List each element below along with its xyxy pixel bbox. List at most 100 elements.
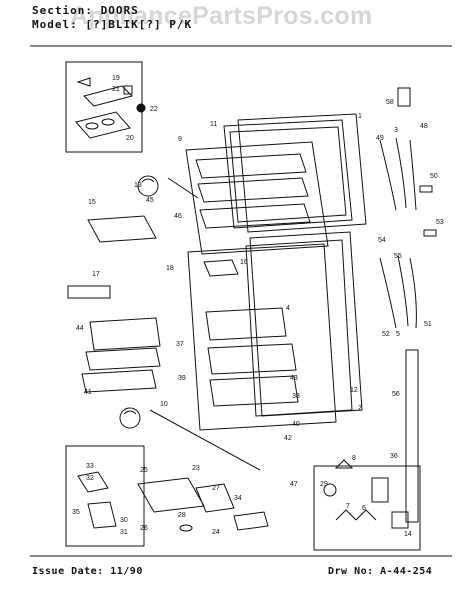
- hinge-plate-bottom: [195, 483, 235, 513]
- egg-tray: [205, 307, 287, 341]
- callout-40: 40: [292, 421, 300, 428]
- callout-17: 17: [92, 271, 100, 278]
- detail-circle-13-lower: [119, 407, 141, 429]
- callout-35: 35: [72, 509, 80, 516]
- callout-labels: 1921222011915849348134546505354551518164…: [72, 75, 444, 538]
- callout-58: 58: [386, 99, 394, 106]
- misc-parts-inset: [313, 465, 421, 551]
- callout-6: 6: [362, 505, 366, 512]
- callout-12: 12: [350, 387, 358, 394]
- fresh-food-door-gasket: [245, 239, 353, 417]
- callout-38: 38: [292, 393, 300, 400]
- dairy-door: [203, 259, 239, 277]
- spacer-block: [419, 185, 433, 193]
- section-title: Section: DOORS: [32, 4, 139, 17]
- callout-36: 36: [390, 453, 398, 460]
- callout-14: 14: [404, 531, 412, 538]
- callout-53: 53: [436, 219, 444, 226]
- freezer-shelf-bottom: [199, 203, 311, 229]
- freezer-door-liner: [185, 141, 329, 255]
- callout-33: 33: [86, 463, 94, 470]
- hinge-pin: [123, 85, 133, 95]
- button: [323, 483, 337, 497]
- callout-52: 52: [382, 331, 390, 338]
- callout-4: 4: [286, 305, 290, 312]
- shelf-retainer-lower: [81, 369, 157, 393]
- callout-2: 2: [358, 405, 362, 412]
- lower-strap-middle: [397, 255, 409, 327]
- callout-26: 26: [140, 525, 148, 532]
- callout-18: 18: [166, 265, 174, 272]
- callout-25: 25: [140, 467, 148, 474]
- callout-21: 21: [112, 86, 120, 93]
- callout-45: 45: [146, 197, 154, 204]
- spacer-block: [423, 229, 437, 237]
- freezer-door-outer: [237, 113, 367, 233]
- callout-32: 32: [86, 475, 94, 482]
- long-trim: [405, 349, 419, 523]
- plug: [334, 459, 354, 469]
- detail-circle-13-upper: [137, 175, 159, 197]
- drawing-number: Drw No: A-44-254: [328, 566, 433, 577]
- door-shelf-middle: [207, 343, 297, 375]
- callout-49: 49: [376, 135, 384, 142]
- callout-28: 28: [178, 512, 186, 519]
- callout-1: 1: [358, 113, 362, 120]
- callout-37: 37: [176, 341, 184, 348]
- hinge-screw: [76, 77, 91, 87]
- door-shelf-bin: [89, 317, 161, 351]
- door-strap-middle: [395, 137, 407, 209]
- callout-48: 48: [420, 123, 428, 130]
- callout-50: 50: [430, 173, 438, 180]
- hinge-bracket-bottom: [137, 477, 205, 513]
- callout-51: 51: [424, 321, 432, 328]
- callout-7: 7: [346, 503, 350, 510]
- model-title: Model: [?]BLIK[?] P/K: [32, 18, 193, 31]
- lower-strap-right: [409, 257, 417, 329]
- lower-strap-left: [379, 257, 397, 329]
- clip-right: [355, 509, 377, 521]
- callout-42: 42: [284, 435, 292, 442]
- door-strap-left: [379, 139, 397, 211]
- callout-22: 22: [150, 106, 158, 113]
- hinge-cover: [397, 87, 411, 107]
- callout-23: 23: [192, 465, 200, 472]
- hinge-bracket-top: [83, 85, 133, 107]
- callout-11: 11: [210, 121, 217, 128]
- callout-9: 9: [178, 136, 182, 143]
- callout-54: 54: [378, 237, 386, 244]
- callout-34: 34: [234, 495, 242, 502]
- callout-46: 46: [174, 213, 182, 220]
- hinge-inset: [65, 61, 146, 153]
- callout-8: 8: [352, 455, 356, 462]
- freezer-door-gasket-inner: [229, 126, 347, 223]
- callout-19: 19: [112, 75, 120, 82]
- lower-hinge-inset: [65, 445, 145, 547]
- door-shelf-lower: [209, 375, 299, 407]
- cover-cap: [391, 511, 409, 529]
- lower-hinge-bracket: [77, 471, 109, 493]
- callout-31: 31: [120, 529, 128, 536]
- freezer-shelf-top: [195, 153, 307, 179]
- fresh-food-door: [187, 231, 363, 431]
- hinge-block: [233, 511, 269, 531]
- freezer-door: [167, 113, 367, 255]
- detail-circle-13-lower-part: [123, 410, 137, 415]
- door-handle-bar: [149, 409, 261, 471]
- hinge-plate: [75, 111, 131, 139]
- retainer-bar: [167, 177, 199, 199]
- callout-10: 10: [160, 401, 168, 408]
- callout-13: 13: [134, 182, 142, 189]
- callout-41: 41: [84, 389, 92, 396]
- callout-39: 39: [178, 375, 186, 382]
- door-strap-right: [409, 139, 417, 211]
- trim-strip: [67, 285, 111, 299]
- fresh-food-door-outer: [249, 231, 363, 417]
- freezer-shelf-middle: [197, 177, 309, 203]
- fresh-food-door-liner: [187, 243, 337, 431]
- callout-20: 20: [126, 135, 134, 142]
- callout-55: 55: [394, 253, 402, 260]
- callout-56: 56: [392, 391, 400, 398]
- callout-30: 30: [120, 517, 128, 524]
